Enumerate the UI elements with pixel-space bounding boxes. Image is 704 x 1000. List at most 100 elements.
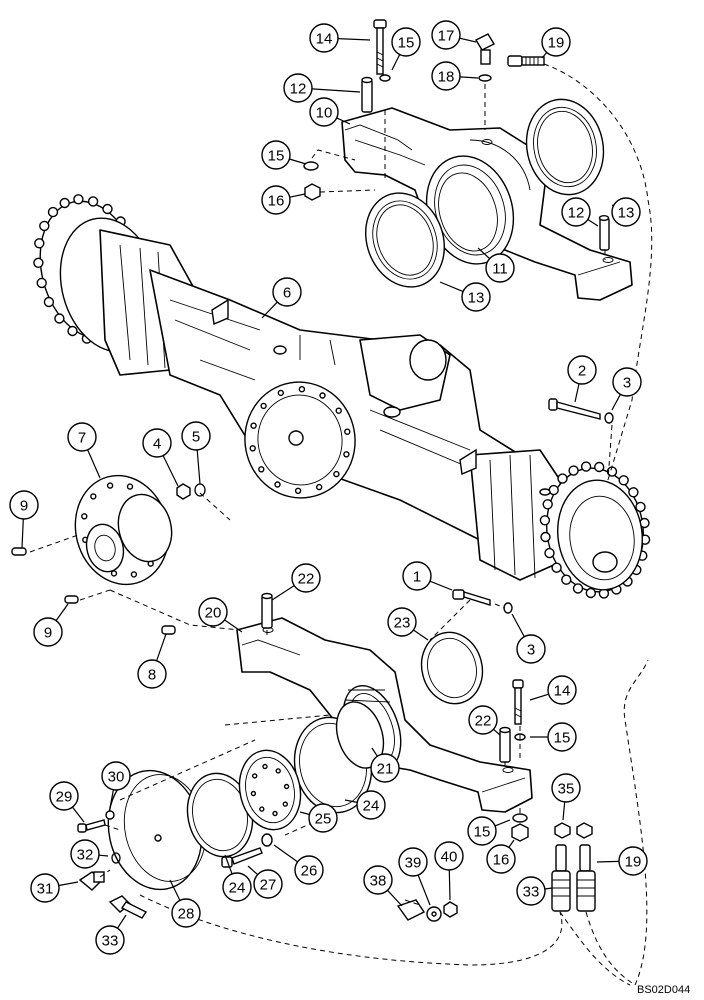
sensor-33-right — [551, 844, 571, 912]
callout-leader — [574, 383, 580, 403]
callout-circle — [294, 855, 324, 885]
callout-26: 26 — [273, 844, 324, 885]
callout-circle — [567, 355, 597, 385]
callout-circle — [356, 790, 386, 820]
callout-label: 9 — [44, 625, 52, 642]
callout-label: 27 — [260, 877, 277, 894]
stud — [274, 481, 281, 488]
sensor-19-lower — [576, 844, 596, 912]
callout-leader — [529, 693, 549, 701]
sensor-19-upper — [507, 55, 545, 67]
stud — [580, 461, 592, 472]
plug-31 — [78, 871, 105, 891]
callout-label: 7 — [78, 430, 86, 447]
stud — [628, 487, 639, 498]
seal-ring-upper-right — [525, 98, 605, 196]
callout-label: 29 — [56, 789, 73, 806]
callout-leader — [417, 874, 431, 906]
callout-circle — [181, 421, 211, 451]
callout-label: 6 — [283, 285, 291, 302]
callout-leader — [21, 518, 24, 549]
bolt-14-lower — [512, 679, 524, 725]
callout-label: 12 — [290, 81, 307, 98]
callout-label: 32 — [77, 847, 94, 864]
callout-leader — [311, 88, 361, 93]
callout-leader — [336, 117, 351, 125]
callout-label: 38 — [370, 873, 387, 890]
stud — [126, 483, 134, 490]
bolt-14-upper — [373, 19, 387, 75]
callout-leader — [162, 455, 179, 487]
o-ring-32 — [111, 852, 121, 864]
washer-30 — [105, 810, 115, 820]
callout-label: 25 — [315, 811, 332, 828]
callout-label: 19 — [548, 35, 565, 52]
callout-label: 3 — [623, 375, 631, 392]
callout-label: 22 — [298, 571, 315, 588]
callout-label: 5 — [192, 429, 200, 446]
stud — [102, 203, 113, 215]
callout-circle — [467, 816, 497, 846]
callout-leader — [477, 247, 491, 260]
seal-ring-upper-left — [364, 192, 446, 288]
callout-circle — [198, 597, 228, 627]
stud — [36, 277, 47, 289]
stud — [249, 445, 256, 452]
callout-circle — [67, 422, 97, 452]
callout-label: 23 — [394, 615, 411, 632]
callout-circle — [9, 490, 39, 520]
callout-13: 13 — [439, 281, 491, 312]
callout-label: 2 — [578, 363, 586, 380]
stud — [59, 197, 70, 209]
stud — [272, 810, 278, 817]
callout-label: 30 — [108, 769, 125, 786]
stud — [282, 801, 288, 807]
callout-label: 24 — [363, 798, 380, 815]
stud — [258, 466, 265, 473]
callout-16: 16 — [261, 185, 306, 215]
callout-32: 32 — [70, 839, 109, 869]
callout-label: 15 — [398, 35, 415, 52]
callout-circle — [137, 659, 167, 689]
callout-leader — [541, 52, 548, 59]
callout-16: 16 — [486, 839, 516, 874]
bolt-2 — [548, 398, 601, 420]
callout-leader — [587, 218, 599, 227]
nut-4 — [176, 483, 191, 500]
callout-circle — [547, 722, 577, 752]
callout-11: 11 — [477, 247, 515, 283]
stud — [283, 783, 290, 790]
callout-leader — [562, 801, 566, 821]
stud — [540, 531, 551, 543]
callout-circle — [551, 773, 581, 803]
callout-3: 3 — [611, 367, 642, 411]
stud — [47, 206, 59, 218]
callout-circle — [30, 873, 60, 903]
stud — [43, 296, 55, 308]
stud — [250, 422, 257, 429]
callout-circle — [272, 277, 302, 307]
callout-label: 21 — [377, 761, 394, 778]
stud — [333, 470, 340, 478]
washer-15-upper — [379, 74, 391, 82]
callout-circle — [612, 367, 642, 397]
callout-leader — [169, 879, 181, 901]
callout-circle — [370, 753, 400, 783]
stud — [344, 428, 351, 435]
stud — [260, 402, 267, 410]
callout-leader — [224, 854, 233, 875]
callout-5: 5 — [181, 421, 211, 485]
callout-label: 16 — [493, 852, 510, 869]
callout-label: 14 — [316, 31, 333, 48]
callout-circle — [291, 563, 321, 593]
callout-leader — [391, 54, 401, 71]
callout-leader — [55, 603, 69, 621]
callout-label: 35 — [558, 781, 575, 798]
callout-circle — [541, 27, 571, 57]
stud — [54, 313, 65, 324]
callout-circle — [561, 197, 591, 227]
callout-14: 14 — [529, 675, 577, 705]
callout-leader — [196, 449, 201, 485]
callout-35: 35 — [551, 773, 581, 821]
pin-22-lower-right — [499, 726, 511, 763]
